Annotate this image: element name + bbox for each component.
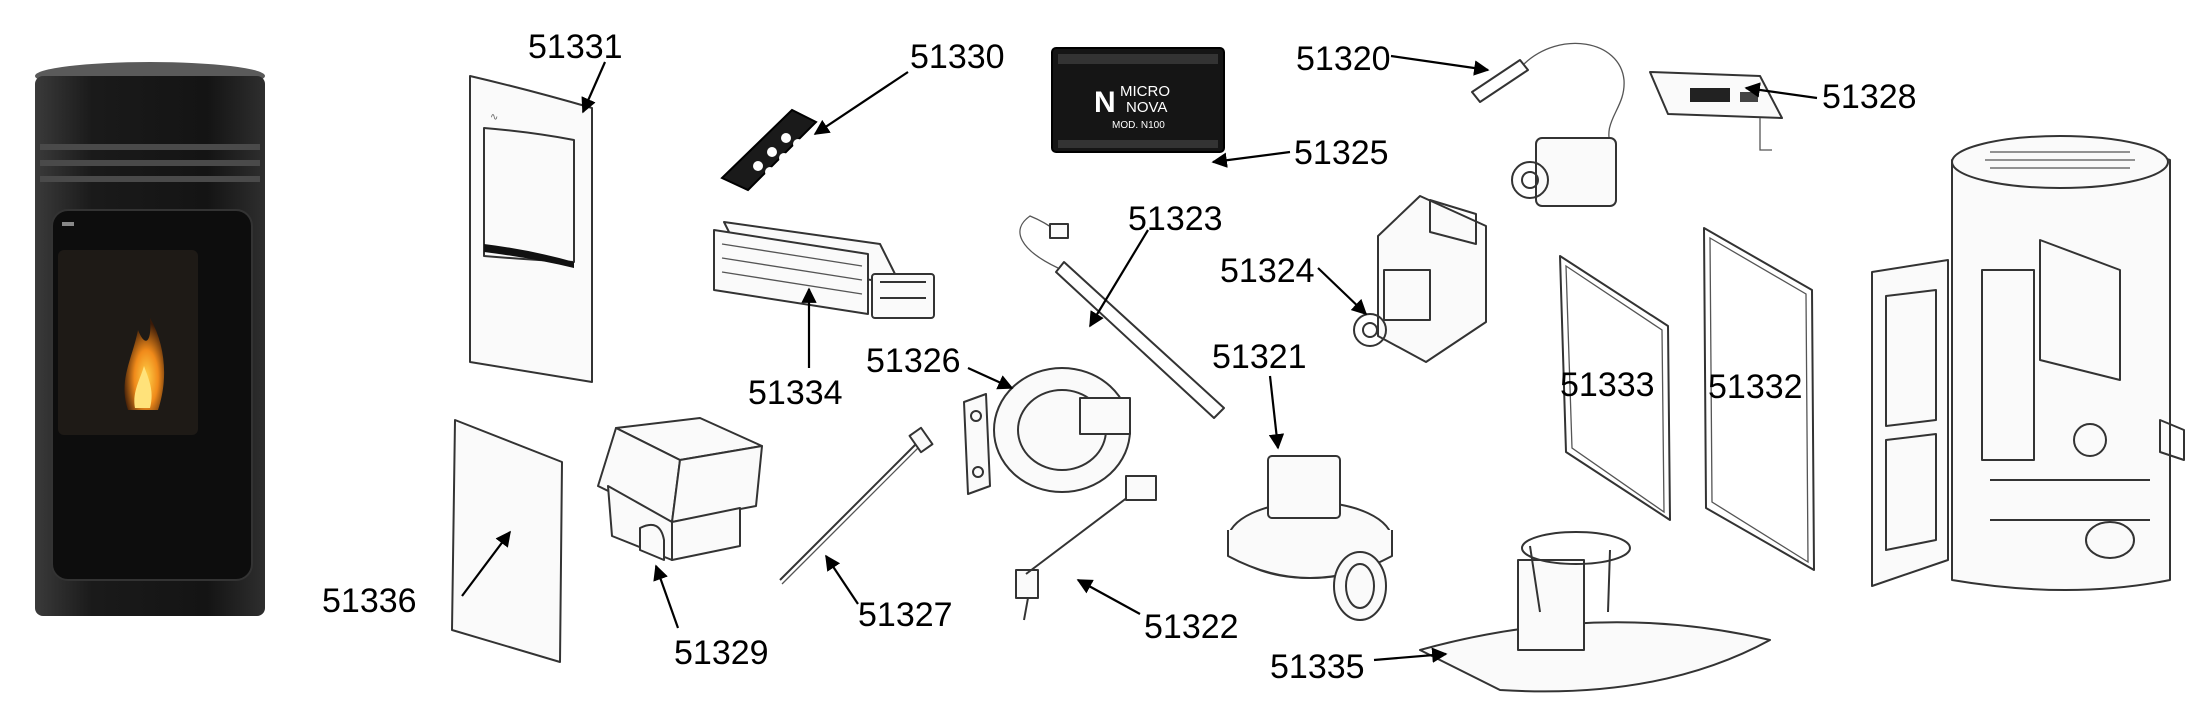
leader-51324 (1317, 267, 1368, 316)
label-51320: 51320 (1296, 40, 1391, 78)
label-51333: 51333 (1560, 366, 1655, 404)
part-51326-pressure-switch (963, 367, 1131, 495)
label-51322: 51322 (1144, 608, 1239, 646)
leader-51320 (1390, 54, 1490, 76)
label-51328: 51328 (1822, 78, 1917, 116)
leader-51321 (1268, 375, 1285, 450)
label-51325: 51325 (1294, 134, 1389, 172)
leader-lines (461, 54, 1818, 663)
part-51329-hopper (597, 417, 763, 561)
part-51328-display (1649, 71, 1783, 151)
stove-internals (1871, 135, 2185, 591)
part-51325-control-board: N MICRO NOVA MOD. N100 (1051, 47, 1225, 153)
part-51335-base (1419, 531, 1771, 693)
leader-51331 (581, 61, 607, 114)
part-51320-igniter (1471, 42, 1625, 207)
leader-51326 (967, 366, 1014, 390)
leader-51322 (1076, 579, 1141, 615)
part-51324-gearmotor (1353, 195, 1487, 363)
leader-51325 (1211, 150, 1291, 168)
part-51334-tangential-fan (713, 221, 935, 319)
label-51321: 51321 (1212, 338, 1307, 376)
label-51335: 51335 (1270, 648, 1365, 686)
part-51331-front-panel: ∿ (469, 75, 593, 383)
leader-51327 (825, 554, 859, 605)
part-51336-panel (451, 419, 563, 663)
label-51331: 51331 (528, 28, 623, 66)
part-51330-remote (720, 108, 818, 192)
label-51330: 51330 (910, 38, 1005, 76)
label-51332: 51332 (1708, 368, 1803, 406)
board-brand-line2: NOVA (1126, 99, 1167, 116)
part-51323-probe (1019, 215, 1225, 419)
board-brand-n-icon: N (1094, 86, 1116, 119)
part-51332-gasket (1703, 227, 1815, 571)
part-51322-thermocouple (1015, 475, 1157, 621)
label-51326: 51326 (866, 342, 961, 380)
label-51323: 51323 (1128, 200, 1223, 238)
board-brand-line1: MICRO (1120, 83, 1170, 100)
label-51327: 51327 (858, 596, 953, 634)
label-51336: 51336 (322, 582, 417, 620)
stove-photo (35, 62, 265, 616)
leader-51329 (653, 564, 680, 629)
part-labels: 51331 51330 51320 51328 51325 51323 5132… (322, 28, 1917, 686)
label-51324: 51324 (1220, 252, 1315, 290)
part-51321-combustion-fan (1227, 455, 1393, 621)
svg-text:∿: ∿ (490, 112, 498, 123)
leader-51335 (1373, 647, 1448, 663)
leader-51336 (461, 530, 511, 597)
leader-51330 (813, 71, 909, 135)
leader-51323 (1089, 229, 1149, 328)
part-51333-gasket (1559, 255, 1671, 521)
leader-51328 (1744, 82, 1818, 100)
part-51327-cable (779, 426, 934, 585)
label-51329: 51329 (674, 634, 769, 672)
label-51334: 51334 (748, 374, 843, 412)
board-model: MOD. N100 (1112, 120, 1165, 131)
